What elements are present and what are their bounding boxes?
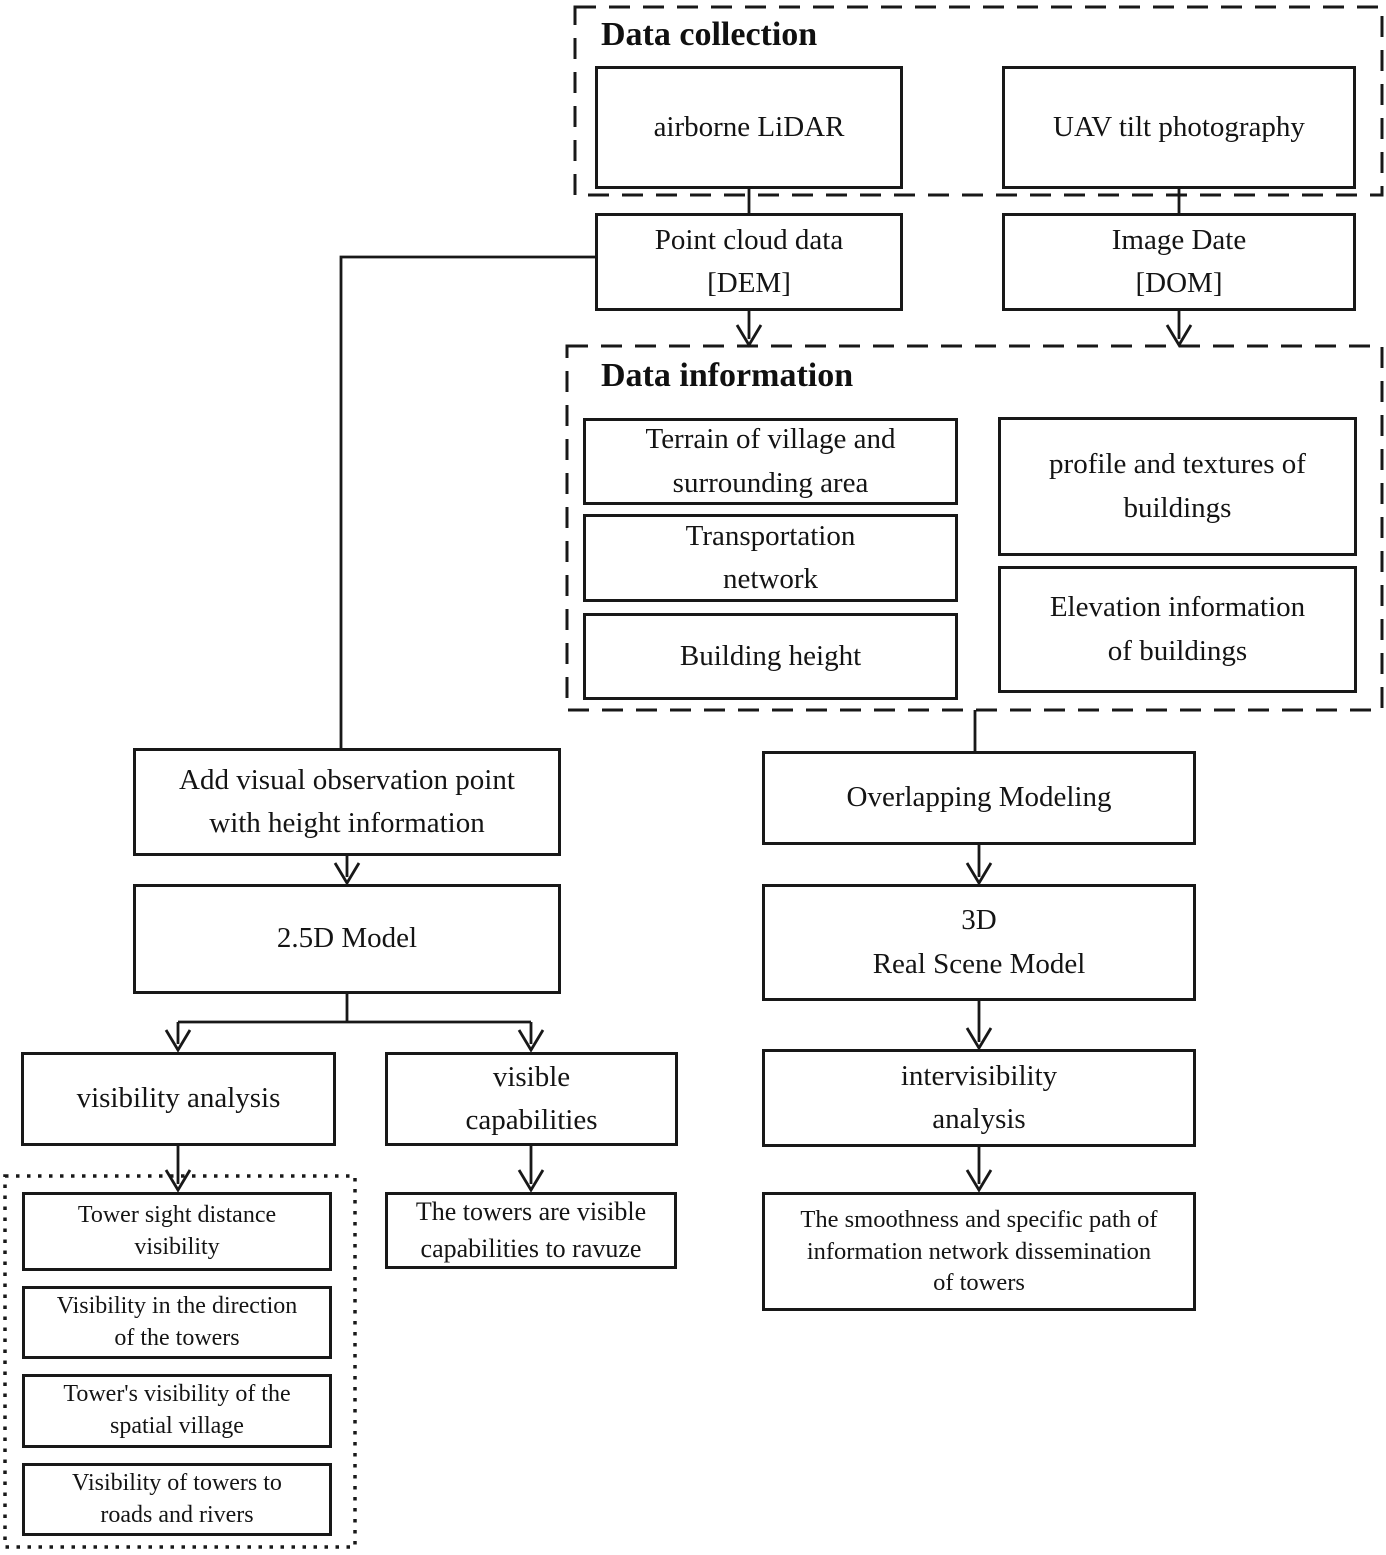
arrowhead-imagedata-datainfo bbox=[1165, 324, 1193, 348]
visibility-items-frame bbox=[3, 1174, 357, 1549]
connector-pointcloud-addpoint bbox=[339, 255, 597, 748]
box-intervisibility-result: The smoothness and specific path of info… bbox=[762, 1192, 1196, 1311]
box-3d-real-scene-model: 3D Real Scene Model bbox=[762, 884, 1196, 1001]
box-visible-capabilities: visible capabilities bbox=[385, 1052, 678, 1146]
data-information-title: Data information bbox=[601, 357, 854, 394]
arrowhead-capabilities-result bbox=[517, 1169, 545, 1193]
box-intervisibility-analysis: intervisibility analysis bbox=[762, 1049, 1196, 1147]
arrowhead-split-capabilities bbox=[517, 1029, 545, 1053]
box-tower-spatial-village: Tower's visibility of the spatial villag… bbox=[22, 1374, 332, 1448]
box-image-data: Image Date [DOM] bbox=[1002, 213, 1356, 311]
arrowhead-overlapping-3d bbox=[965, 862, 993, 886]
box-point-cloud-data: Point cloud data [DEM] bbox=[595, 213, 903, 311]
arrowhead-intervisibility-result bbox=[965, 1169, 993, 1193]
arrowhead-3d-intervisibility bbox=[965, 1027, 993, 1051]
box-terrain: Terrain of village and surrounding area bbox=[583, 418, 958, 505]
data-collection-frame bbox=[573, 5, 1384, 197]
box-tower-sight-distance: Tower sight distance visibility bbox=[22, 1192, 332, 1271]
box-visible-capabilities-result: The towers are visible capabilities to r… bbox=[385, 1192, 677, 1269]
box-add-observation-point: Add visual observation point with height… bbox=[133, 748, 561, 856]
arrowhead-visibility-items bbox=[164, 1169, 192, 1193]
arrowhead-split-visibility bbox=[164, 1029, 192, 1053]
box-uav-tilt-photography: UAV tilt photography bbox=[1002, 66, 1356, 189]
box-elevation-information: Elevation information of buildings bbox=[998, 566, 1357, 693]
box-visibility-roads-rivers: Visibility of towers to roads and rivers bbox=[22, 1463, 332, 1536]
box-overlapping-modeling: Overlapping Modeling bbox=[762, 751, 1196, 845]
box-25d-model: 2.5D Model bbox=[133, 884, 561, 994]
arrowhead-pointcloud-datainfo bbox=[735, 324, 763, 348]
box-airborne-lidar: airborne LiDAR bbox=[595, 66, 903, 189]
box-profile-textures: profile and textures of buildings bbox=[998, 417, 1357, 556]
data-information-frame bbox=[565, 344, 1384, 712]
box-visibility-direction: Visibility in the direction of the tower… bbox=[22, 1286, 332, 1359]
arrowhead-addpoint-25d bbox=[333, 862, 361, 886]
box-transportation-network: Transportation network bbox=[583, 514, 958, 602]
box-visibility-analysis: visibility analysis bbox=[21, 1052, 336, 1146]
data-collection-title: Data collection bbox=[601, 16, 818, 53]
box-building-height: Building height bbox=[583, 613, 958, 700]
